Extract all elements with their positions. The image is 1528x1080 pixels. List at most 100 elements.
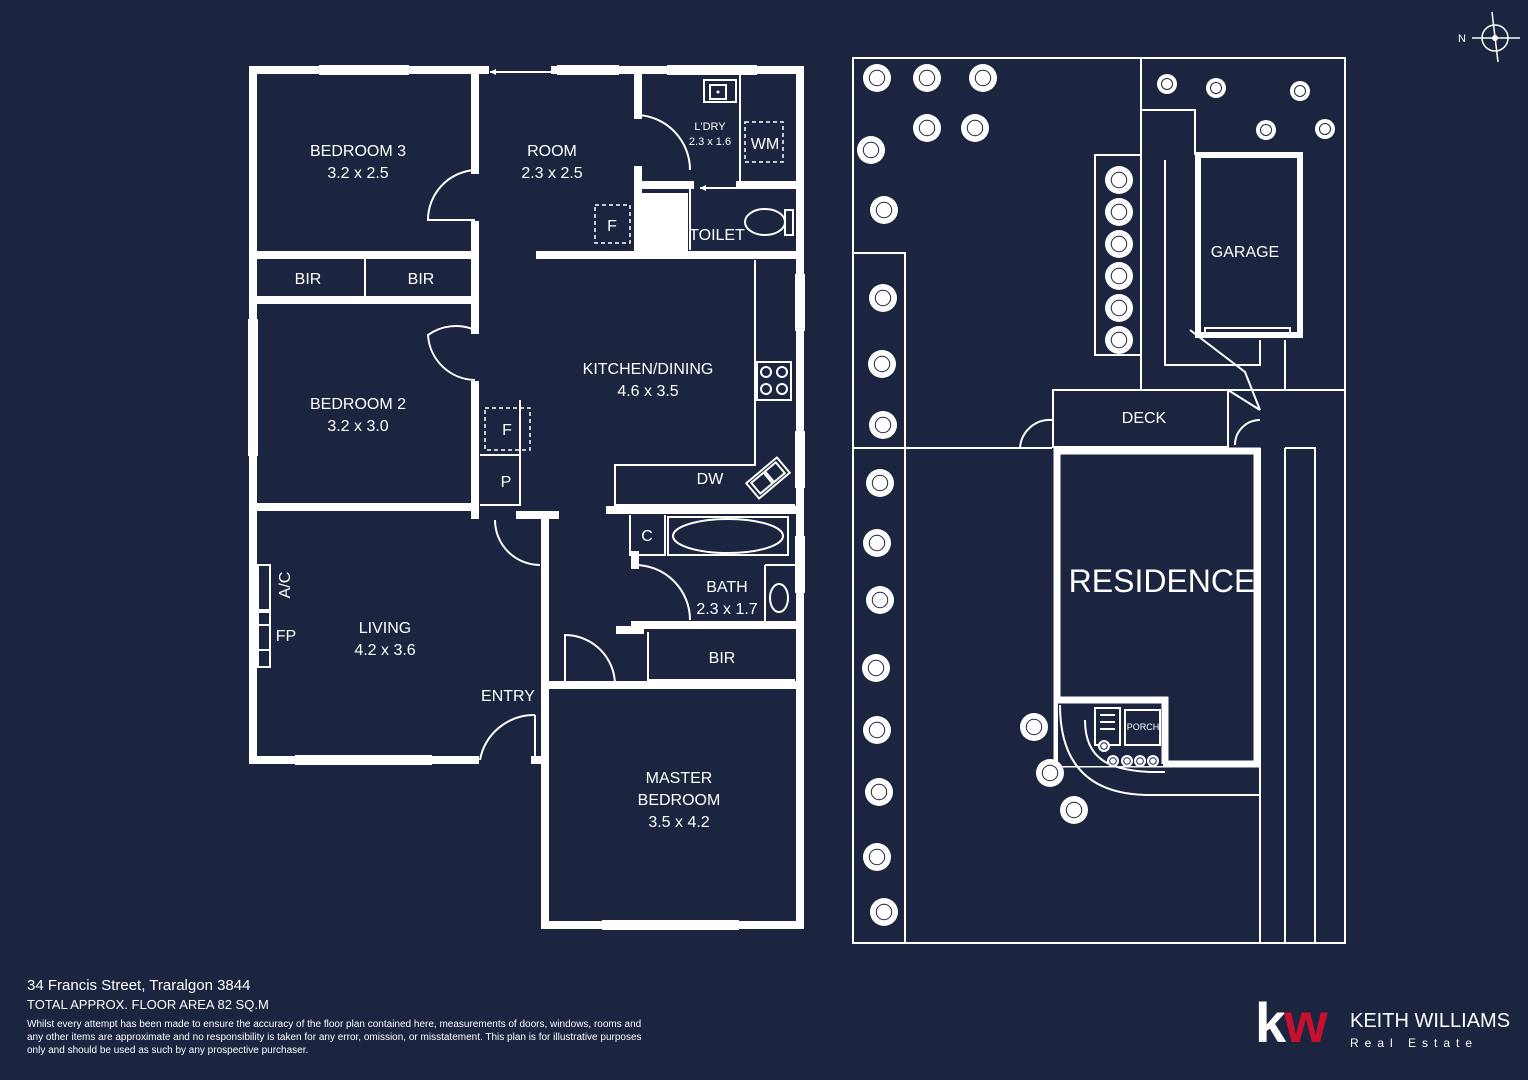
kw-monogram: kw xyxy=(1255,990,1328,1055)
dishwasher-label: DW xyxy=(697,471,725,488)
porch xyxy=(1124,709,1161,746)
tree-canopy-ring xyxy=(918,119,936,137)
kitchen-size: 4.6 x 3.5 xyxy=(617,383,678,400)
disclaimer: Whilst every attempt has been made to en… xyxy=(27,1019,642,1056)
tree-icon xyxy=(862,654,890,682)
entry-label: ENTRY xyxy=(481,688,535,705)
tree-icon xyxy=(1134,755,1146,767)
fireplace-label: FP xyxy=(276,628,296,645)
tree-canopy-ring xyxy=(966,119,984,137)
living-size: 4.2 x 3.6 xyxy=(354,642,415,659)
tree-canopy-ring xyxy=(1110,171,1128,189)
tree-canopy-ring xyxy=(868,69,886,87)
brand-subtitle: Real Estate xyxy=(1350,1036,1479,1050)
bath-basin xyxy=(769,583,789,613)
washing-machine-label: WM xyxy=(751,136,779,153)
tree-icon xyxy=(969,64,997,92)
tree-canopy-ring xyxy=(974,69,992,87)
tree-icon xyxy=(863,64,891,92)
tree-icon xyxy=(857,136,885,164)
bath-name: BATH xyxy=(706,579,747,596)
bedroom2-size: 3.2 x 3.0 xyxy=(327,418,388,435)
kitchen-name: KITCHEN/DINING xyxy=(583,361,714,378)
tree-canopy-ring xyxy=(1294,85,1306,97)
tree-icon xyxy=(863,716,891,744)
fridge-kitchen-label: F xyxy=(502,422,512,439)
tree-canopy-ring xyxy=(867,659,885,677)
tree-icon xyxy=(1020,713,1048,741)
bir-right-label: BIR xyxy=(408,271,435,288)
tree-canopy-ring xyxy=(1161,78,1173,90)
trees xyxy=(857,64,1335,926)
floor-area: TOTAL APPROX. FLOOR AREA 82 SQ.M xyxy=(27,997,269,1012)
fridge-kitchen xyxy=(484,407,531,451)
washing-machine xyxy=(744,121,784,163)
tree-icon xyxy=(1121,755,1133,767)
cupboard-label: C xyxy=(641,528,653,545)
tree-icon xyxy=(868,350,896,378)
tree-icon xyxy=(1105,198,1133,226)
kw-letter-k: k xyxy=(1255,991,1286,1054)
room-size: 2.3 x 2.5 xyxy=(521,165,582,182)
tree-canopy-ring xyxy=(1260,124,1272,136)
kitchen-sink xyxy=(744,456,792,500)
tree-canopy-ring xyxy=(862,141,880,159)
property-address: 34 Francis Street, Traralgon 3844 xyxy=(27,977,251,994)
tree-icon xyxy=(1105,326,1133,354)
north-arrow-icon: N xyxy=(1458,11,1520,63)
site-plan xyxy=(852,57,1346,944)
tree-canopy-ring xyxy=(1110,203,1128,221)
tree-icon xyxy=(1290,81,1310,101)
garage-label: GARAGE xyxy=(1211,244,1279,261)
tree-canopy-ring xyxy=(1110,299,1128,317)
residence-label: RESIDENCE xyxy=(1069,563,1256,599)
tree-canopy-ring xyxy=(1065,801,1083,819)
bath-size: 2.3 x 1.7 xyxy=(696,601,757,618)
tree-icon xyxy=(870,898,898,926)
pantry-label: P xyxy=(501,474,512,491)
room-name: ROOM xyxy=(527,143,577,160)
tree-canopy-ring xyxy=(874,416,892,434)
bathtub xyxy=(667,516,789,556)
tree-canopy-ring xyxy=(871,474,889,492)
tree-canopy-ring xyxy=(1110,235,1128,253)
fridge-laundry xyxy=(594,204,631,244)
tree-icon xyxy=(866,469,894,497)
bedroom3-size: 3.2 x 2.5 xyxy=(327,165,388,182)
tree-icon xyxy=(913,114,941,142)
tree-icon xyxy=(866,586,894,614)
brand-name: KEITH WILLIAMS xyxy=(1350,1010,1511,1032)
laundry-name: L'DRY xyxy=(694,121,726,133)
cooktop xyxy=(756,361,792,401)
tree-icon xyxy=(863,529,891,557)
north-label: N xyxy=(1458,33,1466,45)
toilet-label: TOILET xyxy=(689,227,745,244)
windows xyxy=(248,65,805,930)
tree-canopy-ring xyxy=(1025,718,1043,736)
tree-canopy-ring xyxy=(870,783,888,801)
tree-icon xyxy=(1107,755,1119,767)
bedroom2-name: BEDROOM 2 xyxy=(310,396,406,413)
tree-canopy-ring xyxy=(1110,331,1128,349)
tree-icon xyxy=(1060,796,1088,824)
tree-canopy-ring xyxy=(1210,82,1222,94)
room-labels: BEDROOM 3 3.2 x 2.5 ROOM 2.3 x 2.5 L'DRY… xyxy=(276,121,779,831)
tree-icon xyxy=(869,284,897,312)
tree-icon xyxy=(1036,759,1064,787)
tree-icon xyxy=(1105,294,1133,322)
ac-label: A/C xyxy=(277,572,294,599)
bir-left-label: BIR xyxy=(295,271,322,288)
bir-master-label: BIR xyxy=(709,650,736,667)
tree-canopy-ring xyxy=(868,534,886,552)
laundry-size: 2.3 x 1.6 xyxy=(689,136,731,148)
tree-canopy-ring xyxy=(875,903,893,921)
tree-icon xyxy=(863,843,891,871)
tree-icon xyxy=(870,196,898,224)
tree-canopy-ring xyxy=(1110,267,1128,285)
tree-icon xyxy=(1157,74,1177,94)
tree-icon xyxy=(1105,262,1133,290)
air-conditioner xyxy=(257,564,271,611)
deck xyxy=(1052,389,1229,448)
tree-canopy-ring xyxy=(1149,757,1157,765)
